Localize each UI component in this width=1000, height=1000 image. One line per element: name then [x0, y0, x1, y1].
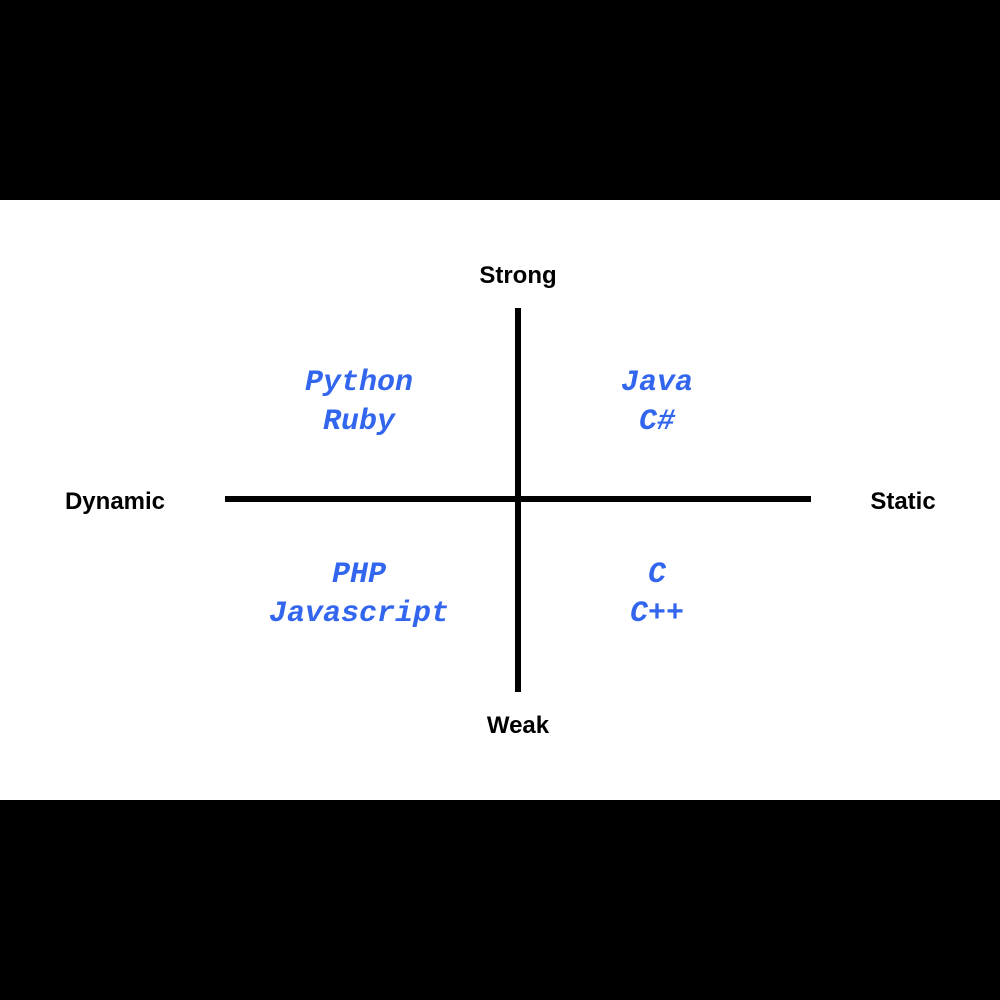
axis-label-weak: Weak: [486, 712, 550, 739]
language-label: C: [647, 558, 666, 592]
letterbox-bottom: [0, 800, 1000, 1000]
quadrant-weak-static: C C++: [497, 556, 817, 634]
language-label: C#: [638, 405, 675, 439]
quadrant-strong-dynamic: Python Ruby: [199, 364, 519, 442]
vertical-axis: [515, 308, 521, 692]
quadrant-diagram: Strong Weak Dynamic Static Python Ruby J…: [0, 200, 1000, 800]
language-label: Java: [620, 366, 693, 400]
axis-label-dynamic: Dynamic: [64, 488, 166, 515]
language-label: Ruby: [322, 405, 395, 439]
letterbox-top: [0, 0, 1000, 200]
language-label: PHP: [331, 558, 386, 592]
axis-label-strong: Strong: [479, 262, 557, 289]
language-label: C++: [629, 597, 684, 631]
quadrant-weak-dynamic: PHP Javascript: [199, 556, 519, 634]
axis-label-static: Static: [870, 488, 936, 515]
quadrant-strong-static: Java C#: [497, 364, 817, 442]
language-label: Python: [304, 366, 414, 400]
language-label: Javascript: [268, 597, 450, 631]
